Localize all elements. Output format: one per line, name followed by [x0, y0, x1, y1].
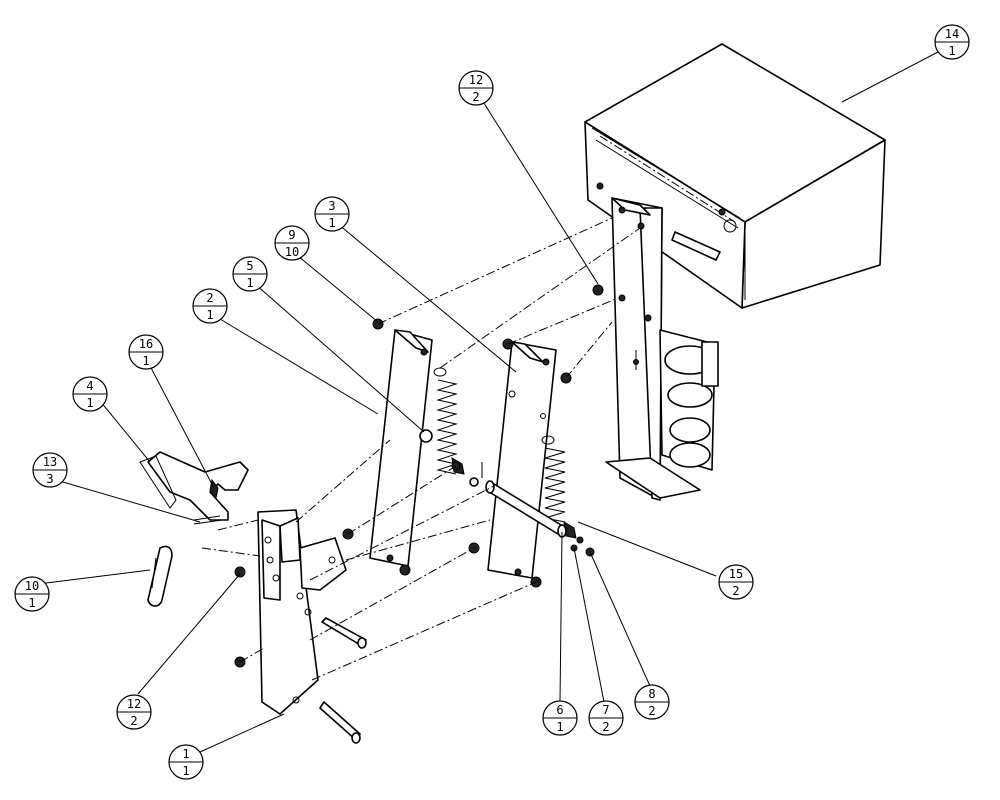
- svg-text:2: 2: [648, 704, 655, 718]
- callout-1: 1 1: [168, 744, 204, 780]
- callout-15: 15 2: [718, 564, 754, 600]
- svg-text:2: 2: [472, 90, 479, 104]
- svg-text:8: 8: [648, 687, 655, 701]
- svg-text:2: 2: [206, 291, 213, 305]
- callout-5: 5 1: [232, 256, 268, 292]
- svg-text:1: 1: [86, 396, 93, 410]
- callout-6: 6 1: [542, 700, 578, 736]
- shaft: [469, 462, 567, 538]
- bracket-main: [257, 509, 347, 715]
- svg-text:1: 1: [556, 720, 563, 734]
- svg-text:1: 1: [948, 44, 955, 58]
- bar-2-body: [369, 329, 433, 567]
- callout-14: 14 1: [934, 24, 970, 60]
- long-bolt-lower: [319, 701, 361, 744]
- callout-16: 16 1: [128, 334, 164, 370]
- svg-text:9: 9: [288, 228, 295, 242]
- svg-text:15: 15: [729, 567, 743, 581]
- svg-text:1: 1: [246, 276, 253, 290]
- callout-8: 8 2: [634, 684, 670, 720]
- lever: [139, 451, 249, 521]
- callout-9: 9 10: [274, 225, 310, 261]
- hopper-bracket: [671, 231, 721, 261]
- svg-text:2: 2: [602, 720, 609, 734]
- long-bolt-upper: [321, 617, 367, 649]
- callout-10: 10 1: [14, 576, 50, 612]
- mount-foot: [605, 457, 701, 499]
- svg-text:1: 1: [328, 216, 335, 230]
- callout-2: 2 1: [192, 288, 228, 324]
- svg-text:14: 14: [945, 27, 959, 41]
- bar-middle: [369, 329, 433, 567]
- callout-7: 7 2: [588, 700, 624, 736]
- bar-front: [487, 341, 557, 579]
- svg-text:1: 1: [28, 596, 35, 610]
- callout-3: 3 1: [314, 196, 350, 232]
- callout-4: 4 1: [72, 376, 108, 412]
- callout-12-upper: 12 2: [458, 70, 494, 106]
- svg-text:4: 4: [86, 379, 93, 393]
- bar-3-body: [487, 341, 557, 579]
- lever-arm: [147, 451, 249, 521]
- svg-text:1: 1: [142, 354, 149, 368]
- spring-2: [541, 435, 577, 539]
- svg-text:1: 1: [182, 764, 189, 778]
- svg-text:12: 12: [469, 73, 483, 87]
- svg-text:1: 1: [206, 308, 213, 322]
- svg-text:7: 7: [602, 703, 609, 717]
- fasteners: [234, 284, 604, 668]
- svg-text:2: 2: [732, 584, 739, 598]
- svg-text:12: 12: [127, 697, 141, 711]
- motor-mount: [605, 197, 719, 501]
- svg-text:13: 13: [43, 455, 57, 469]
- svg-text:16: 16: [139, 337, 153, 351]
- pin: [193, 515, 223, 525]
- callout-13: 13 3: [32, 452, 68, 488]
- handle-10: [147, 545, 173, 607]
- svg-text:5: 5: [246, 259, 253, 273]
- svg-text:6: 6: [556, 703, 563, 717]
- callout-12-lower: 12 2: [116, 694, 152, 730]
- svg-text:1: 1: [182, 747, 189, 761]
- svg-text:3: 3: [46, 472, 53, 486]
- svg-text:2: 2: [130, 714, 137, 728]
- spacer-5: [419, 429, 433, 443]
- spring-1: [433, 367, 465, 475]
- svg-text:3: 3: [328, 199, 335, 213]
- hopper-box: [584, 43, 886, 309]
- leaders: [37, 51, 939, 753]
- handle-grip: [147, 545, 173, 607]
- alignment-lines: [201, 217, 641, 681]
- svg-text:10: 10: [25, 579, 39, 593]
- svg-text:10: 10: [285, 245, 299, 259]
